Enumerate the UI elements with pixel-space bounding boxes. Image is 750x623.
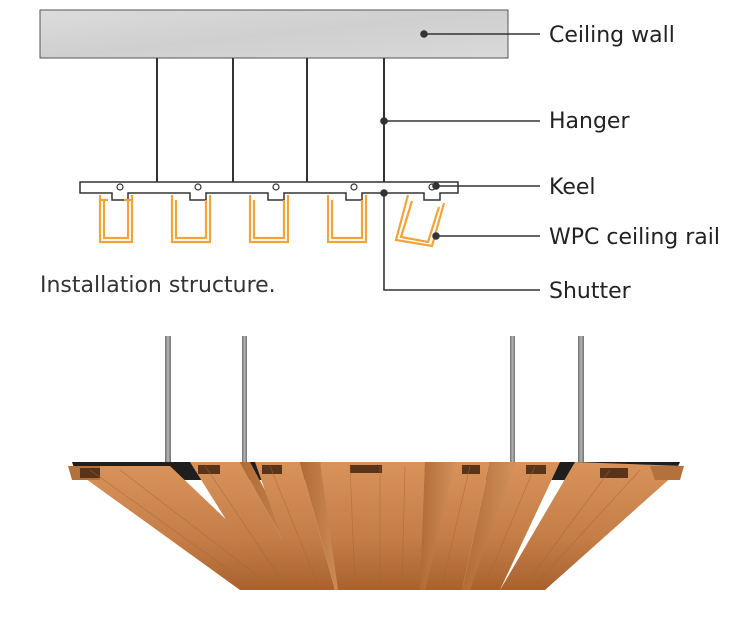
wpc-rail xyxy=(248,195,290,244)
wpc-slat xyxy=(500,462,684,590)
wpc-slat xyxy=(320,462,432,590)
label-hanger: Hanger xyxy=(549,109,630,134)
wpc-slat xyxy=(190,462,310,590)
wpc-rails xyxy=(98,194,446,248)
threaded-rod xyxy=(242,336,247,466)
label-wpc-ceiling-rail: WPC ceiling rail xyxy=(549,225,720,250)
label-keel: Keel xyxy=(549,175,596,200)
wpc-rail xyxy=(326,195,368,244)
wpc-rail-tilted xyxy=(394,194,446,248)
product-render xyxy=(68,336,684,590)
keel-bar xyxy=(79,181,459,201)
wpc-slat xyxy=(425,462,490,590)
wpc-slat xyxy=(68,466,300,590)
wpc-slat xyxy=(470,462,560,590)
threaded-rod xyxy=(578,336,584,466)
label-ceiling-wall: Ceiling wall xyxy=(549,23,675,48)
threaded-rod xyxy=(510,336,515,466)
wpc-rail xyxy=(170,195,212,244)
label-shutter: Shutter xyxy=(549,279,632,304)
threaded-rod xyxy=(165,336,171,466)
leader-lines xyxy=(380,30,540,291)
keel-holes xyxy=(116,183,436,191)
caption: Installation structure. xyxy=(40,273,276,298)
wpc-slat xyxy=(255,462,335,590)
hangers xyxy=(156,58,385,182)
wpc-slats xyxy=(68,462,684,590)
wpc-rail xyxy=(98,195,134,244)
